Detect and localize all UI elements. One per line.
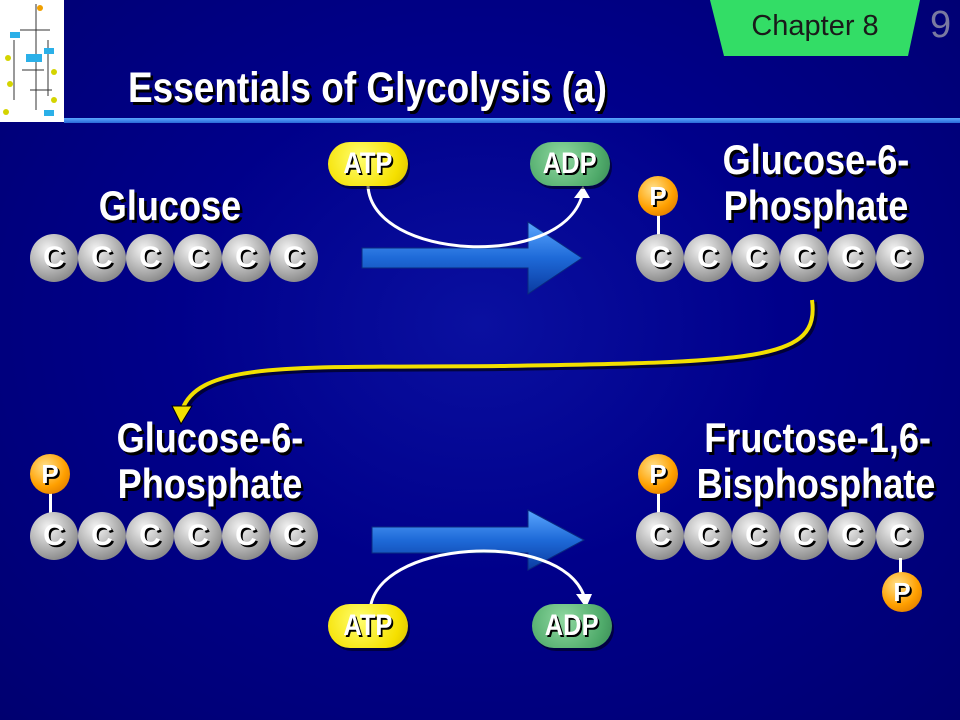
g6p-label-bottom-line1: Glucose-6- — [116, 414, 304, 461]
g6p-label-top-line1: Glucose-6- — [722, 136, 910, 183]
adp-badge-step1: ADP — [530, 142, 610, 186]
carbon-atom: C — [174, 234, 222, 282]
carbon-atom: C — [78, 512, 126, 560]
phosphate-bond — [657, 490, 660, 514]
carbon-atom: C — [270, 512, 318, 560]
phosphate-bond — [899, 558, 902, 578]
adp-badge-step2: ADP — [532, 604, 612, 648]
carbon-atom: C — [636, 234, 684, 282]
carbon-atom: C — [876, 512, 924, 560]
carbon-atom: C — [78, 234, 126, 282]
carbon-atom: C — [30, 234, 78, 282]
carbon-atom: C — [828, 234, 876, 282]
atp-badge-step1: ATP — [328, 142, 408, 186]
carbon-atom: C — [876, 234, 924, 282]
carbon-atom: C — [126, 234, 174, 282]
cofactor-arrowhead-step2 — [576, 594, 592, 608]
carbon-atom: C — [780, 234, 828, 282]
carbon-atom: C — [780, 512, 828, 560]
pathway-thumbnail-image — [0, 0, 64, 122]
f16bp-label-line1: Fructose-1,6- — [704, 414, 932, 461]
phosphate-bond — [49, 490, 52, 514]
carbon-atom: C — [222, 234, 270, 282]
carbon-atom: C — [684, 512, 732, 560]
carbon-atom: C — [174, 512, 222, 560]
carbon-atom: C — [684, 234, 732, 282]
carbon-atom: C — [30, 512, 78, 560]
cofactor-curve-step2 — [368, 549, 586, 613]
glucose-label: Glucose — [98, 182, 242, 229]
phosphate-group: P — [30, 454, 70, 494]
carbon-atom: C — [732, 234, 780, 282]
phosphate-group: P — [882, 572, 922, 612]
connector-arrowhead — [171, 405, 193, 426]
cofactor-arrowhead-step1 — [574, 186, 590, 198]
carbon-atom: C — [636, 512, 684, 560]
chapter-label: Chapter 8 — [751, 10, 879, 42]
phosphate-bond — [657, 212, 660, 236]
slide-title: Essentials of Glycolysis (a) — [128, 64, 607, 112]
phosphate-group: P — [638, 454, 678, 494]
phosphate-group: P — [638, 176, 678, 216]
page-number: 9 — [930, 4, 952, 46]
carbon-atom: C — [828, 512, 876, 560]
reaction-arrow-step2 — [371, 509, 586, 571]
connector-arrow — [181, 301, 818, 414]
carbon-atom: C — [732, 512, 780, 560]
reaction-arrow-step1 — [361, 221, 583, 295]
carbon-atom: C — [270, 234, 318, 282]
chapter-tab-shape — [710, 0, 920, 56]
title-underline — [64, 118, 960, 123]
g6p-label-top-line2: Phosphate — [723, 182, 909, 229]
f16bp-label-line2: Bisphosphate — [696, 460, 936, 507]
carbon-atom: C — [126, 512, 174, 560]
atp-badge-step2: ATP — [328, 604, 408, 648]
carbon-atom: C — [222, 512, 270, 560]
g6p-label-bottom-line2: Phosphate — [117, 460, 303, 507]
cofactor-curve-step1 — [366, 185, 584, 249]
